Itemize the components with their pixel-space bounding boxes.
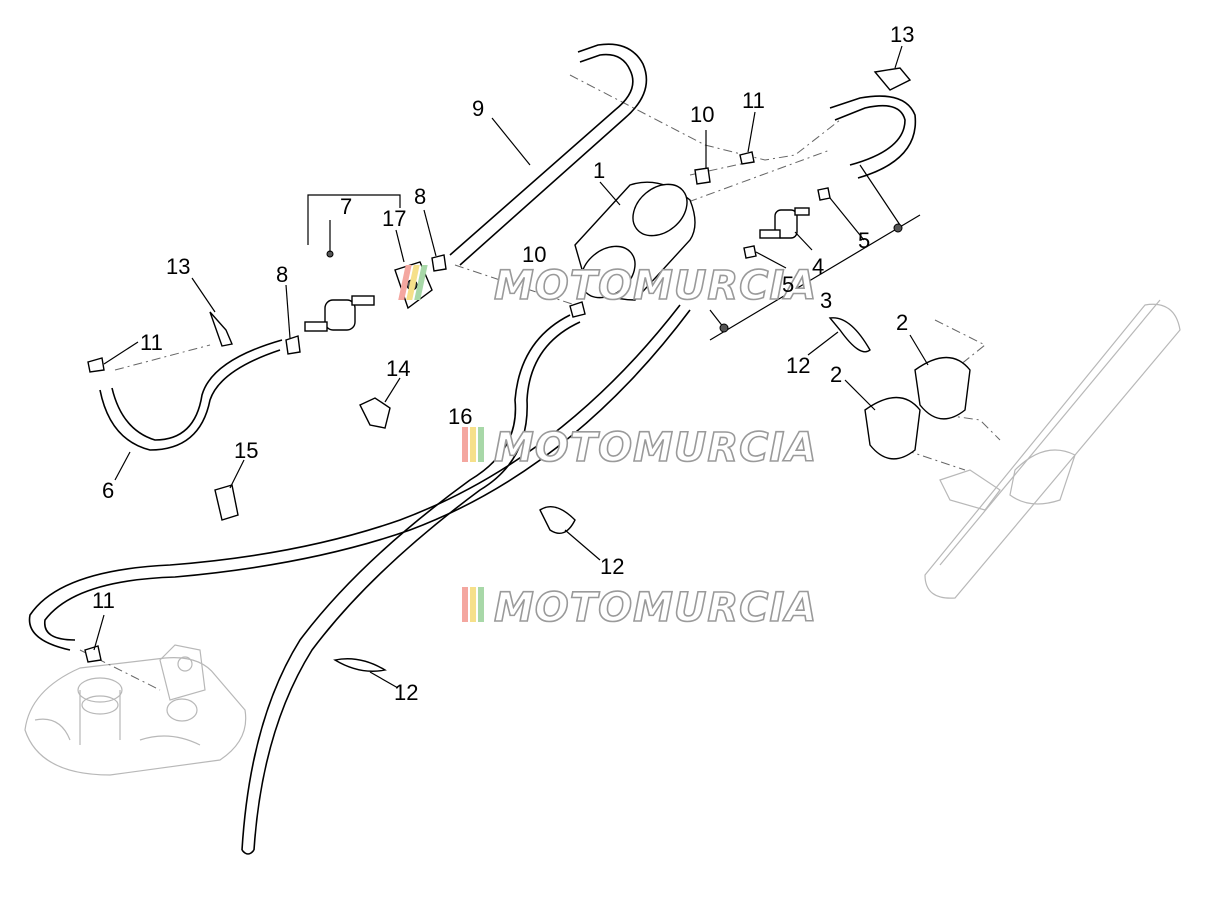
callout-13: 13 (166, 254, 190, 279)
hose-9 (449, 43, 648, 266)
small-fittings (84, 67, 912, 672)
watermark-stripe (478, 587, 484, 622)
filter-canister-1 (574, 181, 696, 301)
callout-6: 6 (102, 478, 114, 503)
callout-16: 16 (448, 404, 472, 429)
valve-7 (304, 250, 375, 332)
callout-17: 17 (382, 206, 406, 231)
hose-16 (28, 304, 691, 855)
leader-lines (93, 45, 929, 689)
watermark-bottom: MOTOMURCIA (462, 584, 817, 632)
fuel-tank-ghost (24, 644, 247, 776)
callout-11: 11 (92, 588, 115, 613)
callout-12: 12 (394, 680, 418, 705)
callout-14: 14 (386, 356, 410, 381)
watermark-stripe (478, 427, 484, 462)
callout-7: 7 (340, 194, 352, 219)
watermark-stripe (470, 587, 476, 622)
callout-12: 12 (600, 554, 624, 579)
callout-3: 3 (820, 288, 832, 313)
hose-3-loop (829, 95, 917, 179)
callout-10: 10 (690, 102, 714, 127)
watermark-text: MOTOMURCIA (494, 425, 817, 471)
clamps-2 (864, 356, 971, 460)
callout-labels: 1 2 2 3 4 5 5 6 7 8 8 9 10 10 11 11 11 1… (92, 22, 914, 705)
callout-11: 11 (742, 88, 765, 113)
callout-4: 4 (812, 254, 824, 279)
callout-10: 10 (522, 242, 546, 267)
callout-5: 5 (858, 228, 870, 253)
callout-11: 11 (140, 330, 163, 355)
hose-6 (99, 339, 283, 451)
callout-8: 8 (414, 184, 426, 209)
watermark-top: MOTOMURCIA (398, 262, 817, 310)
callout-8: 8 (276, 262, 288, 287)
watermark-stripe (398, 265, 412, 300)
watermark-text: MOTOMURCIA (494, 263, 817, 309)
valve-4 (759, 207, 810, 239)
watermark-middle: MOTOMURCIA (462, 424, 817, 472)
watermark-text: MOTOMURCIA (494, 585, 817, 631)
frame-tube-ghost (924, 299, 1181, 599)
watermark-stripe (462, 427, 468, 462)
callout-13: 13 (890, 22, 914, 47)
callout-15: 15 (234, 438, 258, 463)
callout-1: 1 (593, 158, 605, 183)
watermark-stripe (462, 587, 468, 622)
callout-5: 5 (782, 272, 794, 297)
callout-2: 2 (896, 310, 908, 335)
watermark-stripe (414, 265, 428, 300)
watermark-stripe (470, 427, 476, 462)
callout-9: 9 (472, 96, 484, 121)
callout-2: 2 (830, 362, 842, 387)
callout-12: 12 (786, 353, 810, 378)
watermark-stripe (406, 265, 420, 300)
